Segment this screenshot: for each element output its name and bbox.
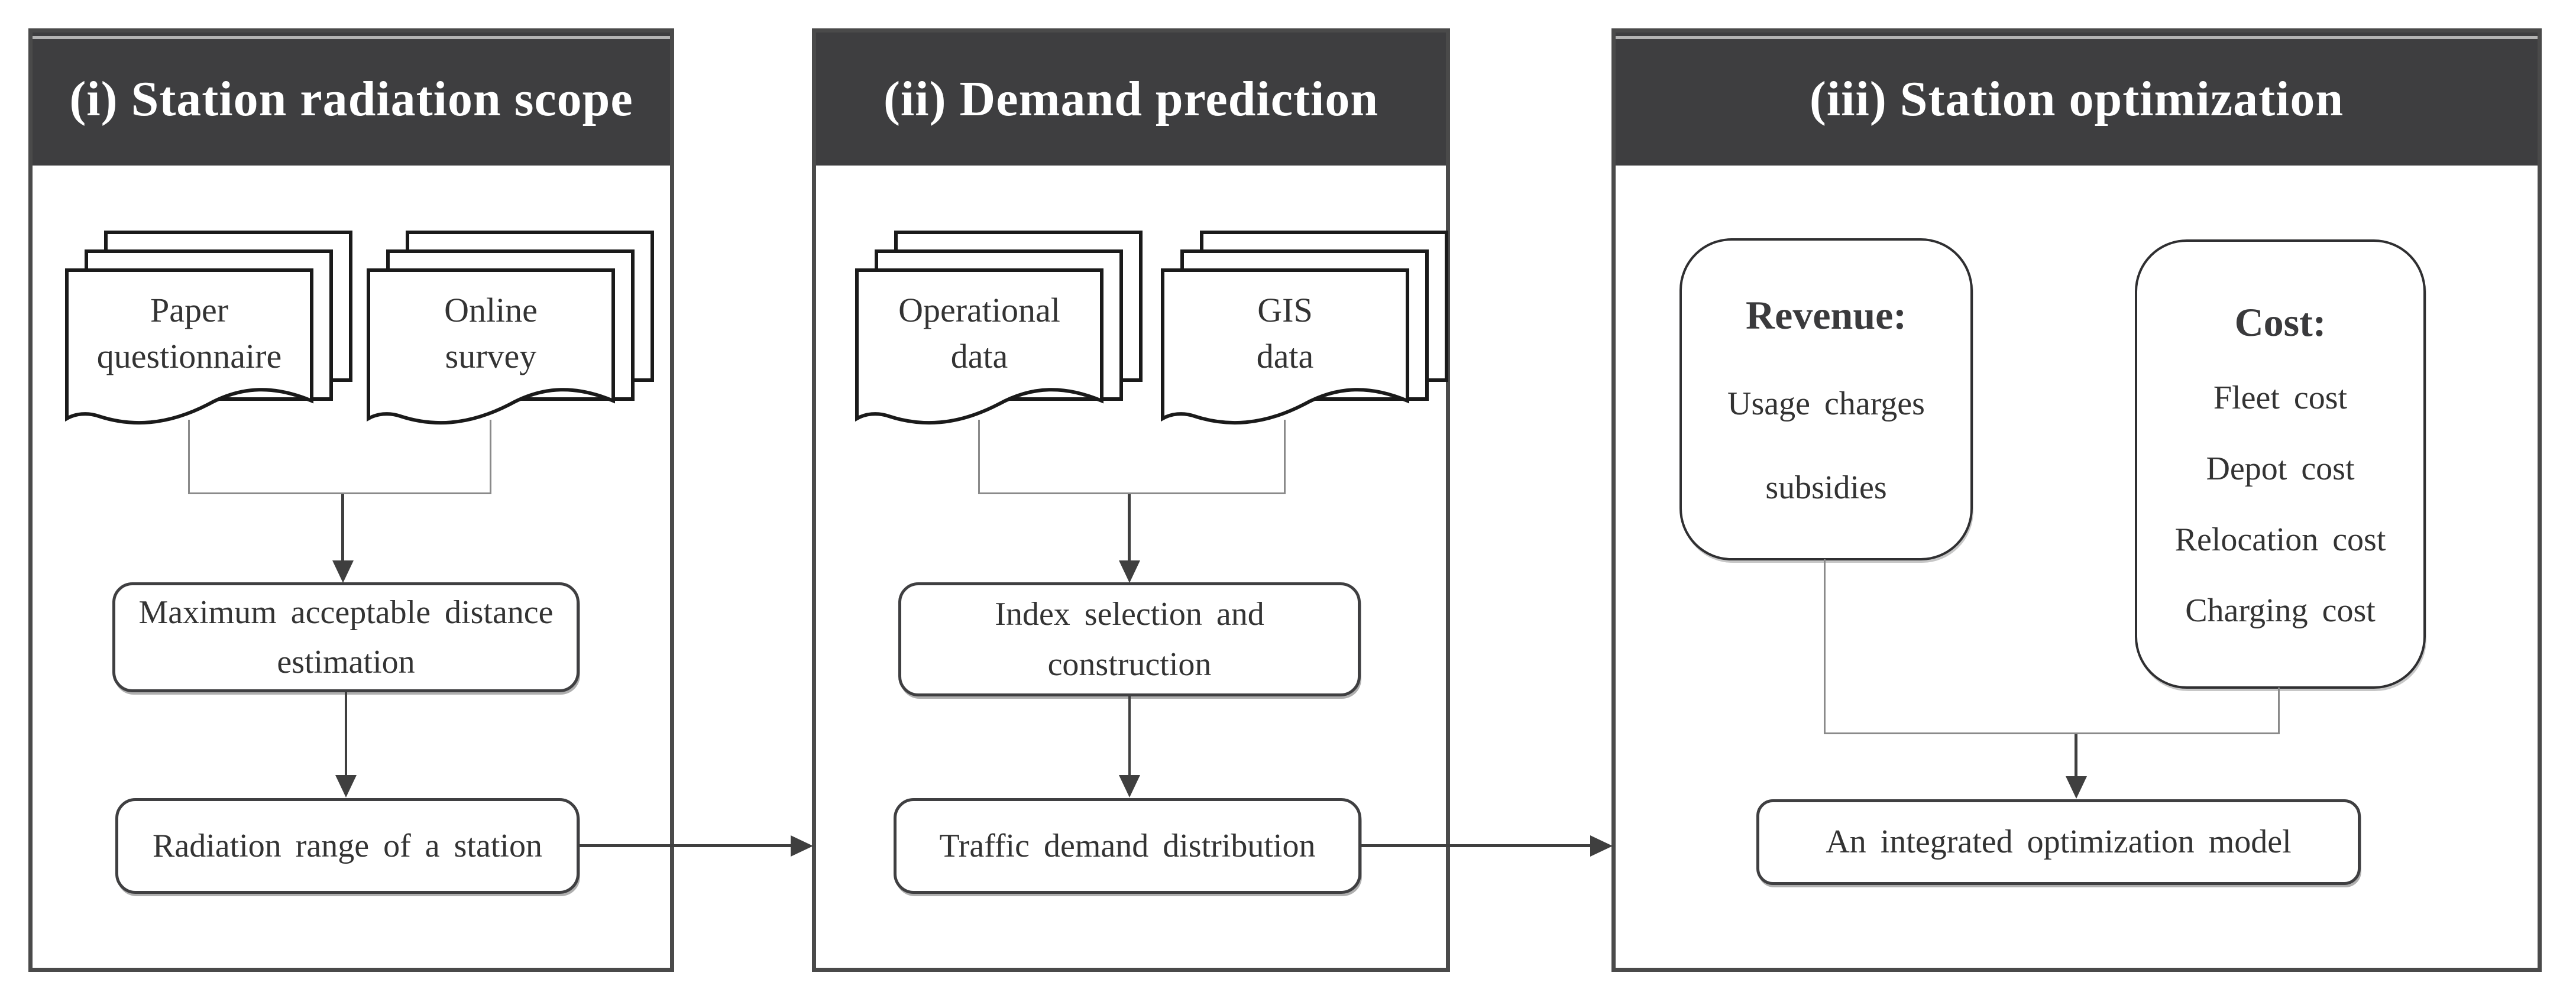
p2-box-arrowhead-down-icon [1119,775,1140,797]
doc-label-line: data [950,337,1008,375]
header-highlight-line [1616,36,2538,39]
card-revenue: Revenue: Usage charges subsidies [1679,238,1973,560]
doc-label-operational-data: Operational data [855,274,1103,393]
p3-merge-line-right [2278,688,2280,734]
p2-box-arrow-stem [1128,696,1131,775]
box-text-line: An integrated optimization model [1826,824,2292,861]
document-stack-icon [367,231,654,425]
p3-merge-arrow-stem [2075,734,2077,776]
p3-merge-line-horizontal [1824,732,2280,734]
doc-label-line: Online [444,291,538,330]
panel-title-station-optimization: (iii) Station optimization [1809,72,2344,127]
p3-merge-line-left [1824,559,1826,734]
panel-title-demand-prediction: (ii) Demand prediction [883,72,1379,127]
card-revenue-item: subsidies [1765,469,1887,506]
document-stack-icon [855,231,1143,425]
doc-label-line: survey [445,337,537,375]
p1-merge-line-left [188,420,190,494]
header-highlight-line [33,36,670,39]
p2-merge-line-left [978,420,980,494]
panel-station-radiation-scope-header: (i) Station radiation scope [33,33,670,166]
p1-merge-arrow-stem [341,494,344,560]
box-integrated-optimization-model: An integrated optimization model [1756,799,2361,885]
p1-box-arrowhead-down-icon [335,775,357,797]
doc-label-line: Operational [898,291,1060,330]
card-cost-item: Relocation cost [2174,521,2386,558]
p2-merge-line-right [1284,420,1286,494]
card-cost-heading: Cost: [2234,299,2326,345]
doc-label-line: Paper [150,291,229,330]
p1-to-p2-arrowhead-right-icon [791,835,813,857]
doc-label-line: data [1256,337,1314,375]
box-text-line: Index selection and [995,596,1264,633]
box-maximum-acceptable-distance-estimation: Maximum acceptable distance estimation [112,582,580,692]
p1-box-arrow-stem [345,692,347,775]
doc-stack-operational-data: Operational data [855,231,1143,427]
card-revenue-heading: Revenue: [1746,293,1907,338]
p1-merge-line-horizontal [188,492,491,494]
doc-stack-online-survey: Online survey [367,231,654,427]
box-radiation-range-of-a-station: Radiation range of a station [115,798,580,894]
p2-merge-arrow-stem [1128,494,1131,560]
doc-stack-gis-data: GIS data [1161,231,1448,427]
card-cost-item: Charging cost [2185,592,2376,629]
box-traffic-demand-distribution: Traffic demand distribution [894,798,1361,894]
doc-label-gis-data: GIS data [1161,274,1409,393]
box-text-line: Maximum acceptable distance [138,594,554,631]
card-cost-item: Depot cost [2206,450,2355,487]
p2-to-p3-arrow-stem [1361,844,1590,847]
p1-to-p2-arrow-stem [580,844,791,847]
card-cost: Cost: Fleet cost Depot cost Relocation c… [2135,239,2426,689]
p1-merge-line-right [490,420,491,494]
doc-label-paper-questionnaire: Paper questionnaire [65,274,313,393]
card-revenue-item: Usage charges [1727,385,1925,422]
panel-station-optimization-header: (iii) Station optimization [1616,33,2538,166]
box-text-line: estimation [277,644,415,680]
panel-demand-prediction-header: (ii) Demand prediction [816,33,1446,166]
box-index-selection-and-construction: Index selection and construction [898,582,1361,696]
doc-label-online-survey: Online survey [367,274,615,393]
doc-stack-paper-questionnaire: Paper questionnaire [65,231,352,427]
doc-label-line: questionnaire [96,337,282,375]
p2-to-p3-arrowhead-right-icon [1590,835,1613,857]
p2-merge-arrowhead-down-icon [1119,560,1140,583]
document-stack-icon [1161,231,1448,425]
document-stack-icon [65,231,352,425]
panel-title-station-radiation-scope: (i) Station radiation scope [69,72,633,127]
doc-label-line: GIS [1257,291,1313,330]
p2-merge-line-horizontal [978,492,1286,494]
card-cost-item: Fleet cost [2213,379,2348,416]
p3-merge-arrowhead-down-icon [2066,776,2087,799]
box-text-line: construction [1047,646,1212,683]
box-text-line: Radiation range of a station [153,827,542,864]
box-text-line: Traffic demand distribution [939,827,1316,864]
p1-merge-arrowhead-down-icon [332,560,354,583]
